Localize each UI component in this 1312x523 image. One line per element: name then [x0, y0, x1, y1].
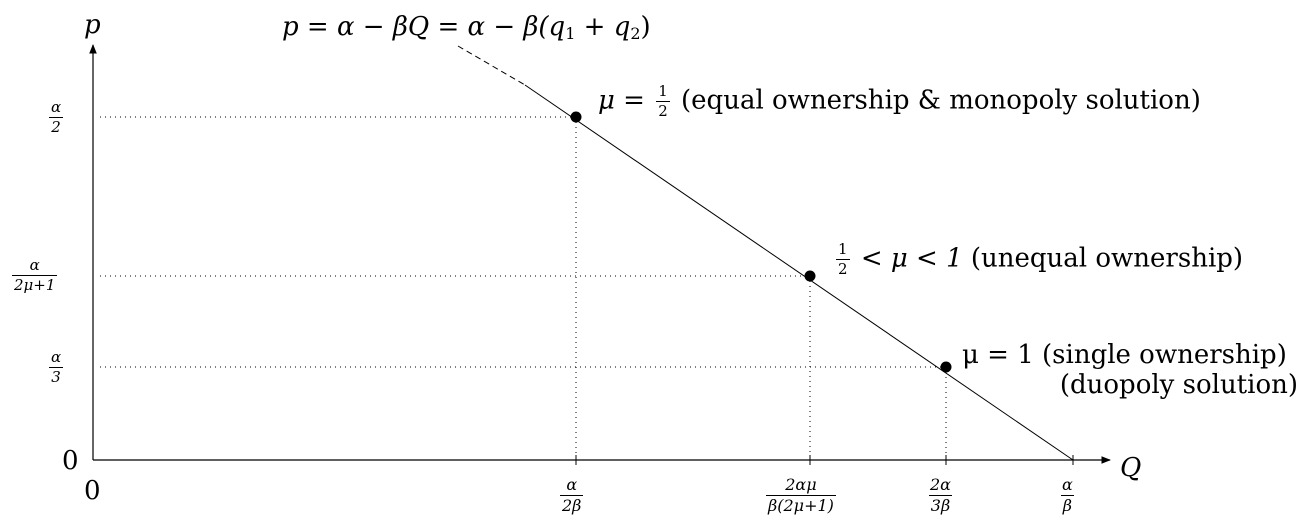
y-tick-3: α 3: [49, 350, 63, 385]
y-origin-label: 0: [62, 446, 79, 476]
point-1-desc: (equal ownership & monopoly solution): [681, 85, 1201, 116]
x-tick-4-den: β: [1060, 495, 1075, 515]
x-axis-label: Q: [1120, 453, 1142, 483]
point-2-frac-den: 2: [836, 259, 850, 278]
demand-close: ): [640, 12, 651, 42]
point-1-frac: 1 2: [656, 84, 670, 119]
demand-curve-label: p = α − βQ = α − β(q1 + q2): [282, 14, 651, 42]
demand-curve-text: p = α − βQ = α − β(q: [282, 12, 566, 42]
x-tick-label-4: α β: [1060, 477, 1075, 514]
x-tick-3-den: 3β: [928, 495, 953, 515]
x-tick-2-num: 2αμ: [785, 475, 817, 494]
y-tick-1: α 2: [49, 100, 63, 135]
y-tick-3-num: α: [51, 348, 62, 366]
point-3-line-2: (duopoly solution): [1059, 370, 1298, 400]
x-tick-2-den: β(2μ+1): [766, 495, 836, 515]
point-2-label: 1 2 < μ < 1 (unequal ownership): [833, 242, 1243, 277]
demand-sub-2: 2: [630, 24, 641, 43]
point-2-mid: < μ < 1: [860, 243, 963, 274]
y-tick-3-den: 3: [49, 367, 63, 386]
y-tick-1-den: 2: [49, 117, 63, 136]
y-tick-1-num: α: [51, 98, 62, 116]
demand-plus: + q: [575, 12, 631, 42]
x-tick-1-num: α: [566, 475, 578, 494]
x-tick-label-3: 2α 3β: [928, 477, 953, 514]
point-1-label: μ = 1 2 (equal ownership & monopoly solu…: [598, 84, 1201, 119]
x-tick-label-1: α 2β: [560, 475, 584, 515]
x-origin-label: 0: [84, 476, 101, 506]
point-unequal-ownership: [804, 270, 816, 282]
point-1-lhs: μ =: [598, 85, 645, 116]
x-tick-3-num: 2α: [930, 475, 951, 494]
x-tick-1-den: 2β: [560, 495, 584, 515]
y-tick-2-den: 2μ+1: [12, 275, 58, 294]
x-tick-4-num: α: [1062, 475, 1073, 494]
point-2-frac: 1 2: [836, 242, 850, 277]
demand-line-dashed: [457, 45, 526, 86]
point-2-desc: (unequal ownership): [970, 243, 1244, 274]
demand-line: [524, 84, 1074, 461]
point-single-ownership: [940, 361, 952, 373]
y-tick-2-num: α: [29, 256, 40, 274]
demand-sub-1: 1: [565, 24, 576, 43]
point-3-line-1: μ = 1 (single ownership): [962, 340, 1287, 370]
point-1-frac-num: 1: [658, 82, 668, 100]
point-1-frac-den: 2: [656, 101, 670, 120]
point-2-frac-num: 1: [838, 240, 848, 258]
y-axis-label: p: [84, 10, 101, 40]
y-tick-2: α 2μ+1: [12, 256, 58, 294]
x-tick-label-2: 2αμ β(2μ+1): [766, 477, 836, 514]
point-equal-ownership: [570, 111, 582, 123]
